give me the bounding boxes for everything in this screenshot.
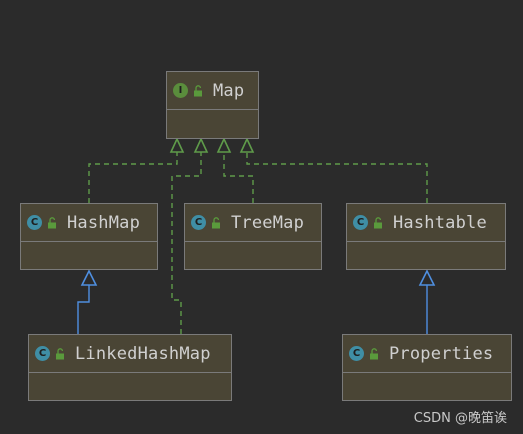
- hashmap-class-node[interactable]: C HashMap: [20, 203, 158, 270]
- class-icon: C: [27, 215, 42, 230]
- treemap-node-header: C TreeMap: [185, 204, 321, 242]
- interface-icon: I: [173, 83, 188, 98]
- unlocked-icon: [56, 347, 64, 359]
- map-interface-node[interactable]: I Map: [166, 71, 259, 139]
- unlocked-icon: [374, 216, 382, 228]
- arrowhead-linkedhashmap-hashmap: [80, 269, 98, 286]
- unlocked-icon: [194, 84, 202, 96]
- node-label: Map: [213, 80, 245, 101]
- class-icon: C: [35, 346, 50, 361]
- arrowhead-treemap-map: [216, 137, 232, 153]
- arrowhead-properties-hashtable: [418, 269, 436, 286]
- node-label: TreeMap: [231, 212, 305, 233]
- edge-hashtable-implements-map: [246, 152, 428, 203]
- properties-class-node[interactable]: C Properties: [342, 334, 512, 401]
- node-label: Hashtable: [393, 212, 487, 233]
- edge-linkedhashmap-extends-hashmap: [77, 285, 90, 334]
- treemap-class-node[interactable]: C TreeMap: [184, 203, 322, 270]
- edge-hashmap-implements-map: [88, 152, 178, 203]
- class-icon: C: [349, 346, 364, 361]
- class-icon: C: [191, 215, 206, 230]
- unlocked-icon: [212, 216, 220, 228]
- watermark: CSDN @晚笛诶: [413, 411, 507, 426]
- unlocked-icon: [48, 216, 56, 228]
- linkedhashmap-node-header: C LinkedHashMap: [29, 335, 231, 373]
- linkedhashmap-class-node[interactable]: C LinkedHashMap: [28, 334, 232, 401]
- node-label: Properties: [389, 343, 494, 364]
- edge-linkedhashmap-implements-map: [171, 152, 202, 334]
- node-label: HashMap: [67, 212, 141, 233]
- hashtable-class-node[interactable]: C Hashtable: [346, 203, 506, 270]
- arrowhead-linkedhashmap-map: [193, 137, 209, 153]
- arrowhead-hashtable-map: [239, 137, 255, 153]
- unlocked-icon: [370, 347, 378, 359]
- arrowhead-hashmap-map: [169, 137, 185, 153]
- edge-treemap-implements-map: [223, 152, 254, 203]
- map-node-header: I Map: [167, 72, 258, 110]
- node-label: LinkedHashMap: [75, 343, 211, 364]
- hashmap-node-header: C HashMap: [21, 204, 157, 242]
- hashtable-node-header: C Hashtable: [347, 204, 505, 242]
- class-icon: C: [353, 215, 368, 230]
- properties-node-header: C Properties: [343, 335, 511, 373]
